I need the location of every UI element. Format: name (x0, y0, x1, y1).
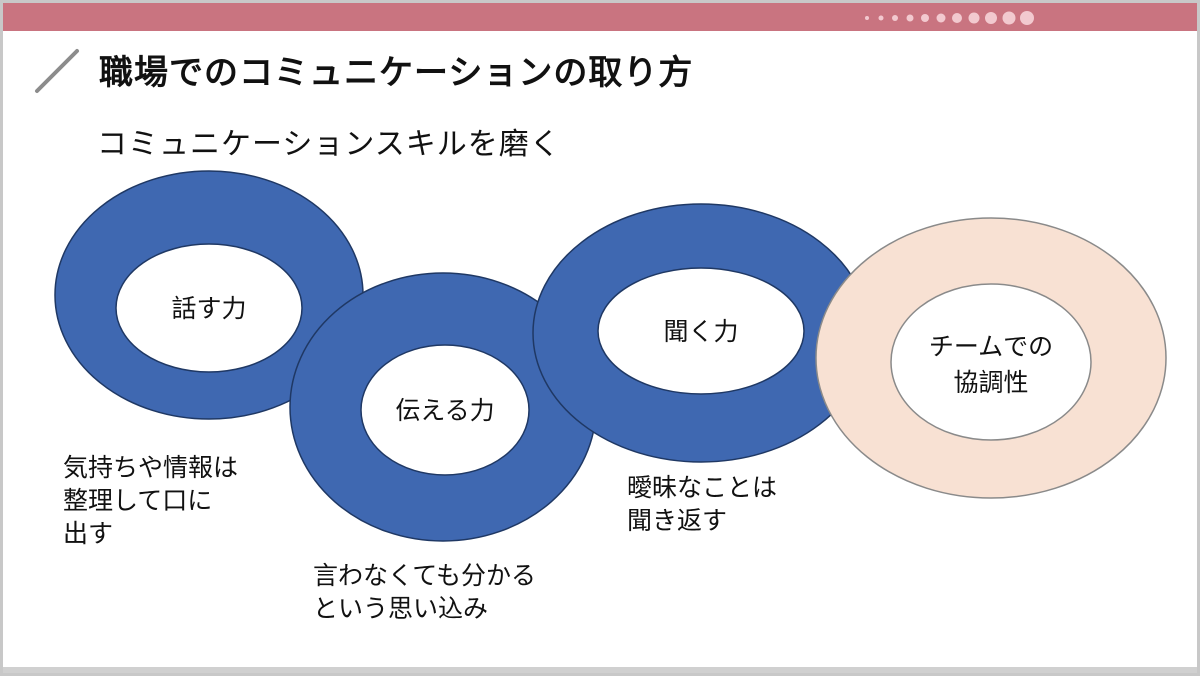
skills-ring-diagram: 話す力 伝える力 聞く力 チームでの 協調性 (54, 170, 1167, 542)
note-speaking-line: 整理して口に (63, 486, 213, 515)
ring-teamwork: チームでの 協調性 (815, 217, 1167, 499)
ring-conveying-label: 伝える力 (395, 396, 494, 425)
ring-listening-label: 聞く力 (663, 317, 738, 346)
note-listening-line: 曖昧なことは (627, 473, 778, 502)
note-conveying: 言わなくても分かる という思い込み (313, 559, 536, 625)
ring-conveying-inner (360, 344, 530, 476)
decorative-dots (865, 11, 1034, 25)
header-bar (3, 3, 1197, 31)
title-slash-icon (35, 49, 79, 93)
slide-title: 職場でのコミュニケーションの取り方 (99, 53, 694, 93)
ring-teamwork-label-line1: チームでの (929, 332, 1053, 361)
ring-speaking-label: 話す力 (171, 294, 246, 323)
ring-speaking-inner (115, 243, 303, 373)
note-listening: 曖昧なことは 聞き返す (627, 471, 777, 537)
ring-teamwork-inner (890, 283, 1092, 441)
ring-conveying: 伝える力 (289, 272, 597, 542)
ring-teamwork-label-line2: 協調性 (953, 368, 1028, 397)
note-conveying-line: 言わなくても分かる (313, 561, 537, 590)
note-listening-line: 聞き返す (627, 506, 728, 535)
note-speaking-line: 出す (63, 519, 114, 548)
slide-subtitle: コミュニケーションスキルを磨く (97, 127, 561, 162)
note-speaking: 気持ちや情報は 整理して口に 出す (63, 451, 238, 550)
ring-listening: 聞く力 (532, 203, 870, 463)
note-speaking-line: 気持ちや情報は (63, 453, 239, 482)
footer-bar (3, 667, 1197, 673)
ring-listening-inner (597, 267, 805, 395)
note-conveying-line: という思い込み (313, 594, 489, 623)
ring-speaking: 話す力 (54, 170, 364, 420)
